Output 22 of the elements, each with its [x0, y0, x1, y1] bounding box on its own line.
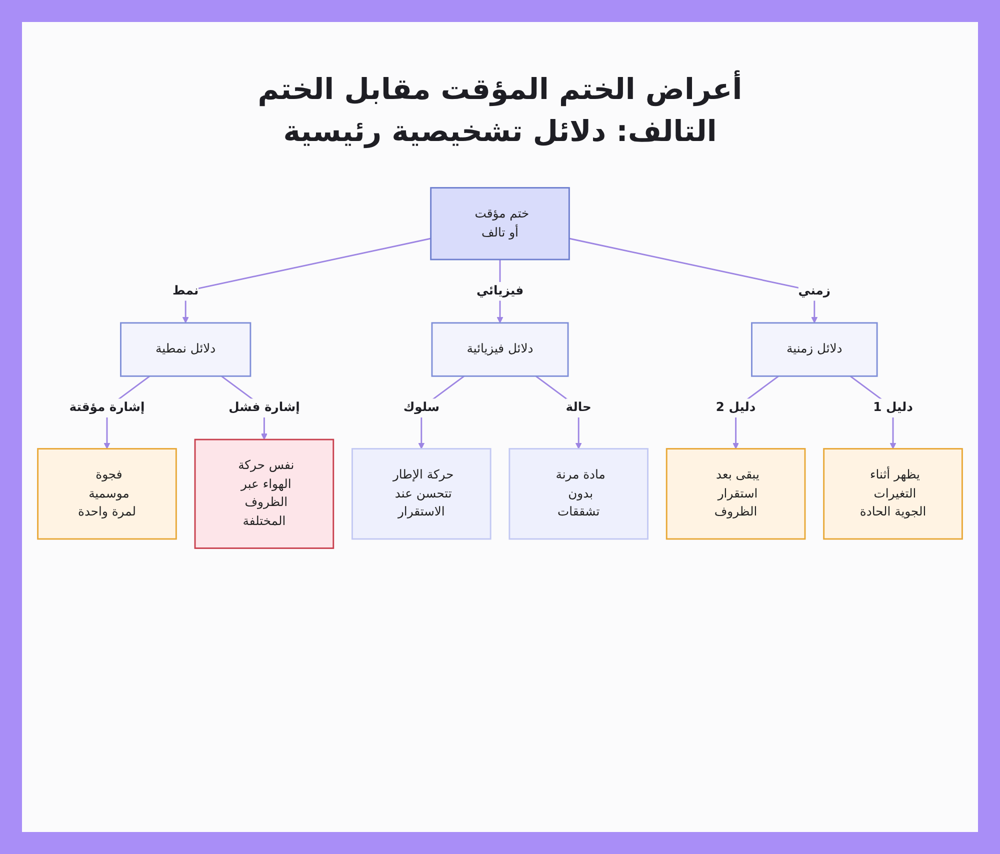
edge-label: زمني	[798, 283, 831, 298]
diagram-title: أعراض الختم المؤقت مقابل الختم التالف: دلائل تشخيصية رئيسية	[256, 69, 744, 150]
node-box: يظهر أثناء التغيرات الجوية الحادة	[823, 448, 963, 540]
edge-label: دليل 2	[716, 400, 756, 415]
node-box: دلائل فيزيائية	[431, 322, 569, 377]
node-box: نفس حركة الهواء عبر الظروف المختلفة	[194, 438, 334, 549]
edge-label: دليل 1	[873, 400, 913, 415]
edge-label: حالة	[566, 400, 592, 415]
node-box: يبقى بعد استقرار الظروف	[666, 448, 806, 540]
edge-label: نمط	[172, 283, 199, 298]
arrow	[182, 238, 431, 324]
node-box: حركة الإطار تتحسن عند الاستقرار	[351, 448, 492, 540]
node-box: مادة مرنة بدون تشققات	[508, 448, 648, 540]
node-box: دلائل نمطية	[120, 322, 252, 377]
edge-label: فيزيائي	[476, 283, 524, 298]
edge-label: سلوك	[403, 400, 440, 415]
edge-label: إشارة فشل	[228, 400, 300, 415]
arrow	[569, 238, 818, 324]
edge-label: إشارة مؤقتة	[69, 400, 145, 415]
node-box: دلائل زمنية	[751, 322, 878, 377]
node-box: فجوة موسمية لمرة واحدة	[37, 448, 177, 540]
node-box: ختم مؤقت أو تالف	[430, 187, 570, 260]
